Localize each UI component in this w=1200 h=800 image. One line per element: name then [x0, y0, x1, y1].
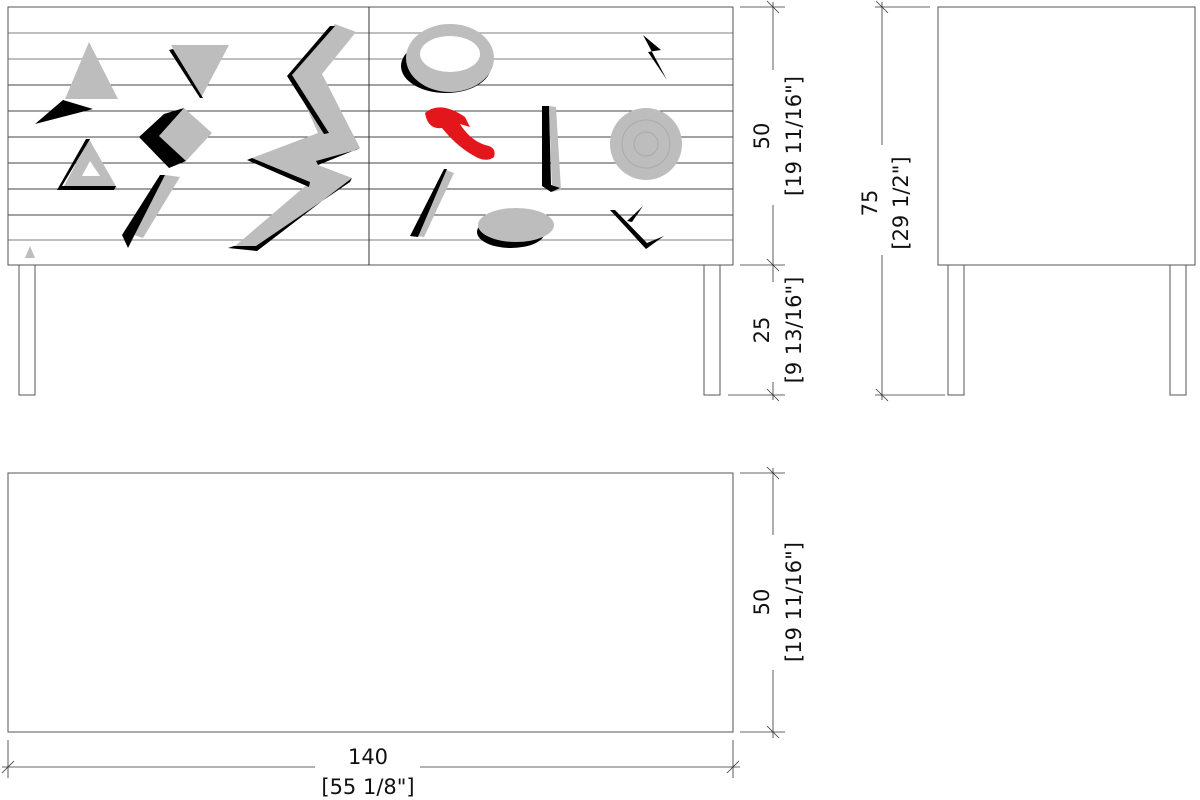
width-imperial: [55 1/8"] [321, 775, 414, 799]
zigzag-shape [234, 24, 360, 251]
red-squiggle-shape [425, 107, 495, 160]
bar-shape [131, 175, 180, 238]
panel-height-value: 50 [750, 123, 774, 150]
circle-ring [633, 131, 659, 157]
small-bell-shape [25, 246, 35, 258]
depth-imperial: [19 11/16"] [782, 542, 806, 662]
shadow [247, 158, 310, 187]
front-elevation [7, 6, 734, 396]
wedge-shape [35, 100, 93, 124]
total-height-value: 75 [858, 190, 882, 217]
ring-hole [420, 36, 480, 72]
leg-left [18, 264, 36, 396]
side-leg-right [1169, 264, 1187, 396]
post-shape [549, 106, 561, 192]
depth-value: 50 [750, 589, 774, 616]
shadow [627, 206, 643, 222]
triangle-shape [65, 42, 118, 99]
side-leg-left [947, 264, 965, 396]
triangle-hole [82, 161, 100, 176]
top-surface [7, 472, 734, 733]
leg-height-imperial: [9 13/16"] [782, 277, 806, 384]
hook-shape [643, 35, 667, 80]
corner-shape [610, 210, 664, 249]
panel-height-imperial: [19 11/16"] [782, 76, 806, 196]
shadow [169, 49, 203, 98]
front-panel [7, 6, 734, 266]
width-value: 140 [348, 745, 388, 769]
decorative-shapes [25, 24, 682, 258]
target-circle-shape [610, 108, 682, 180]
circle-ring [621, 119, 671, 169]
shadow [542, 106, 560, 192]
shadow [316, 148, 360, 165]
shadow [287, 26, 335, 134]
total-height-imperial: [29 1/2"] [889, 156, 913, 249]
shadow [410, 169, 447, 237]
panel-stripes [8, 32, 733, 241]
shadow [139, 108, 186, 168]
diamond-shape [159, 108, 212, 161]
leg-right [703, 264, 721, 396]
side-panel [937, 6, 1196, 266]
top-view: 50 [19 11/16"] 140 [55 1/8"] [1, 466, 806, 799]
inverted-triangle-shape [171, 45, 229, 98]
side-elevation: 75 [29 1/2"] [858, 0, 1196, 402]
disc-shape [478, 208, 554, 242]
front-dimensions: 50 [19 11/16"] 25 [9 13/16"] [728, 0, 806, 402]
slash-shape [418, 170, 454, 237]
shadow [122, 175, 165, 248]
leg-height-value: 25 [750, 317, 774, 344]
